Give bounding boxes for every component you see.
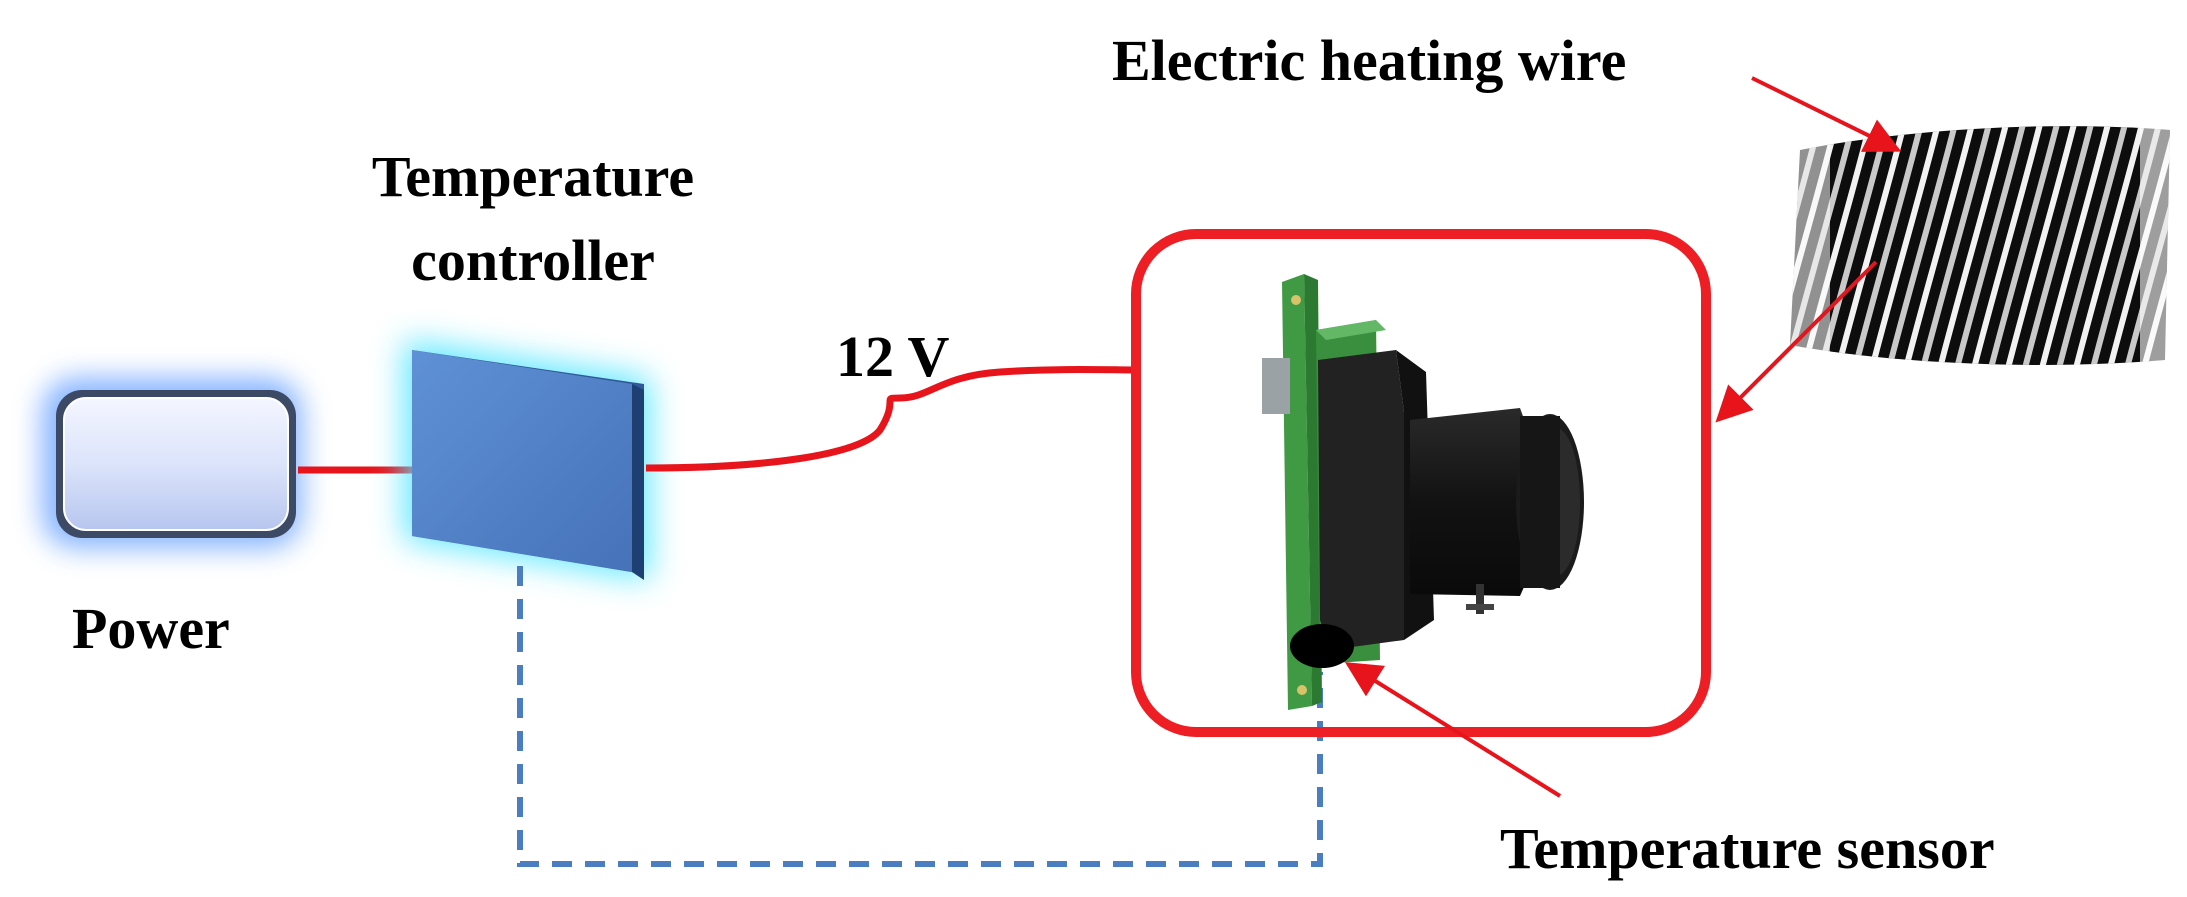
coil-winding [1883, 126, 1959, 365]
coil-winding [1849, 126, 1925, 365]
coil-winding [1934, 126, 2010, 365]
power-supply-icon [42, 378, 302, 548]
coil-winding [1917, 126, 1993, 365]
supply-wire-12v [645, 366, 1135, 472]
sensor-label: Temperature sensor [1500, 816, 1995, 881]
coil-winding [1968, 126, 2044, 365]
temperature-controller-icon [404, 340, 650, 580]
controller-label-line2: controller [411, 228, 655, 293]
heated-enclosure [1131, 229, 1711, 737]
coil-winding [2002, 126, 2078, 365]
coil-winding [1900, 126, 1976, 365]
voltage-label: 12 V [836, 324, 949, 389]
controller-label-line1: Temperature [372, 144, 694, 209]
coil-winding [1951, 126, 2027, 365]
enclosure-heating-arrow [1715, 260, 1878, 423]
heating-wire-label: Electric heating wire [1112, 28, 1626, 93]
coil-winding [2070, 126, 2146, 365]
power-label: Power [72, 596, 230, 661]
sensor-feedback-line [517, 566, 1323, 867]
coil-winding [2053, 126, 2129, 365]
coil-winding [1985, 126, 2061, 365]
sensor-callout-arrow [1344, 662, 1562, 798]
coil-winding [2019, 126, 2095, 365]
coil-winding [2036, 126, 2112, 365]
camera-module-icon [1262, 274, 1584, 710]
temperature-sensor-icon [1290, 624, 1354, 668]
heating-wire-coil-icon [1770, 110, 2187, 390]
heating-wire-callout-arrow [1751, 76, 1902, 152]
coil-winding [1866, 126, 1942, 365]
